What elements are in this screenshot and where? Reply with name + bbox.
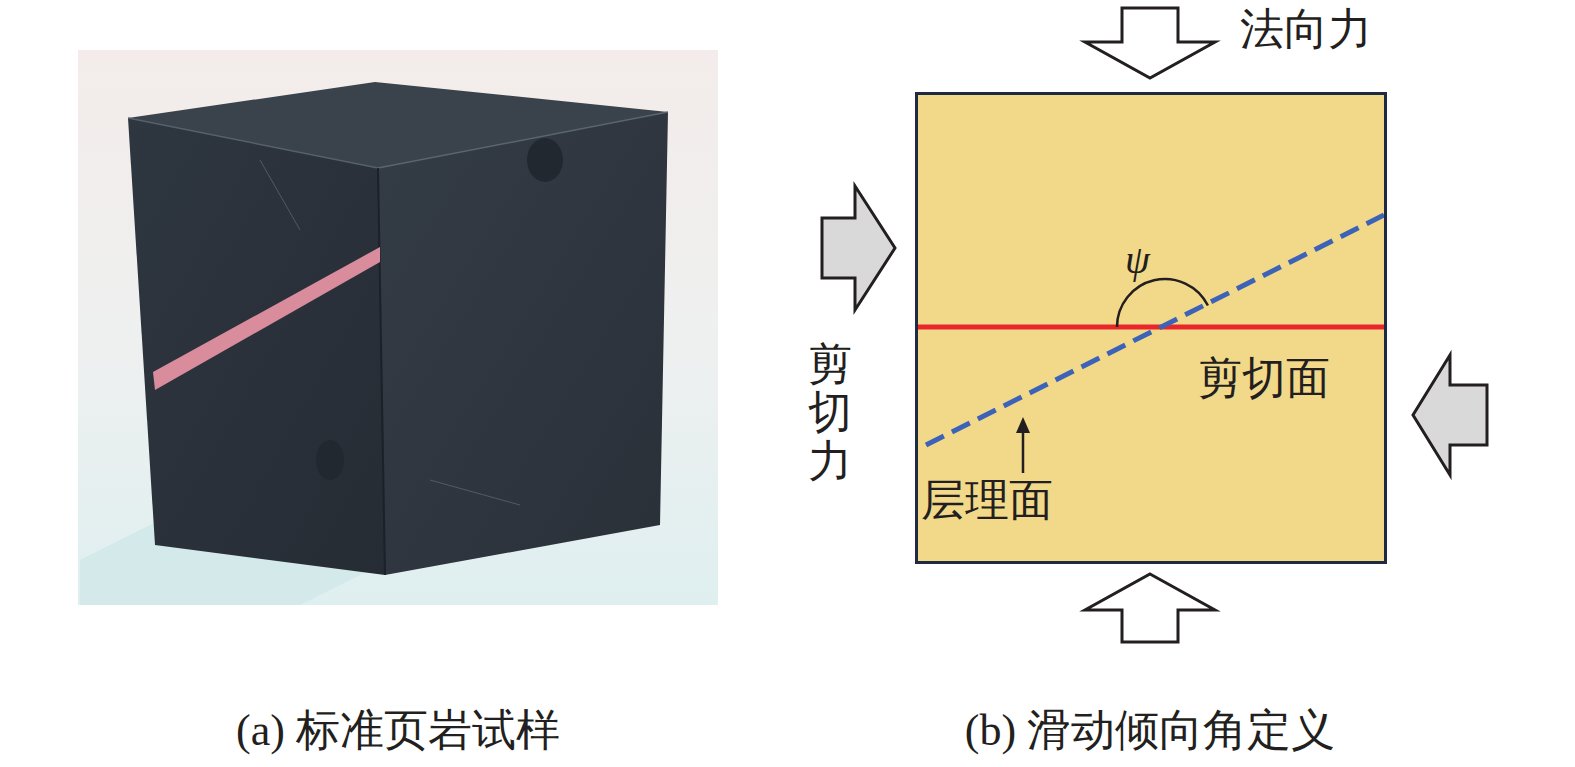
angle-symbol: ψ [1125, 237, 1150, 283]
bedding-plane-label: 层理面 [921, 475, 1053, 526]
shear-plane-label: 剪切面 [1198, 353, 1330, 404]
normal-force-arrow [1085, 574, 1215, 642]
leader-arrowhead [1016, 417, 1030, 433]
shear-force-arrow [1413, 355, 1487, 475]
shear-plane-line [918, 325, 1384, 330]
specimen-box: ψ 剪切面层理面 [915, 92, 1387, 564]
subfigure-caption: (b) 滑动倾向角定义 [965, 706, 1335, 757]
angle-arc [1117, 279, 1208, 327]
bedding-plane-line [926, 215, 1384, 445]
shear-force-label: 剪切力 [808, 340, 852, 485]
normal-force-arrow [1085, 8, 1215, 78]
leader-line [1022, 431, 1025, 473]
normal-force-label: 法向力 [1240, 4, 1372, 55]
subfigure-caption: (a) 标准页岩试样 [236, 706, 560, 757]
shear-force-arrow [822, 186, 895, 310]
shale-photo [78, 50, 718, 605]
